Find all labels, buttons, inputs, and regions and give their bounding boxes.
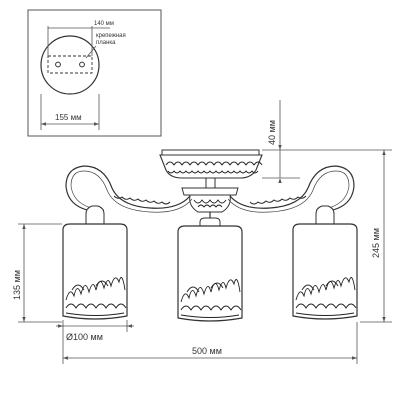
shade-left (62, 223, 128, 320)
mounting-plate (47, 55, 93, 74)
socket-caps (85, 205, 335, 229)
mounting-hole-right (79, 61, 85, 68)
shade-center (177, 225, 243, 322)
dimension-canopy-height: 40 мм (262, 100, 300, 183)
dimension-total-height: 245 мм (300, 149, 392, 323)
canopy-height-label: 40 мм (267, 120, 277, 145)
plate-note-line2: планка (96, 40, 116, 46)
plate-note-line1: крепежная (96, 33, 126, 39)
mounting-base-circle (40, 35, 100, 95)
dimension-shade-height: 135 мм (12, 223, 62, 323)
dimension-total-width: 500 мм (62, 322, 358, 364)
central-hub (181, 187, 239, 213)
lamp-arms (65, 165, 355, 222)
shade-diameter-label: Ø100 мм (66, 332, 103, 342)
total-width-label: 500 мм (192, 346, 222, 356)
dimension-shade-diameter: Ø100 мм (56, 320, 134, 342)
shade-right (292, 223, 358, 320)
ceiling-canopy (159, 149, 263, 189)
shade-height-label: 135 мм (12, 270, 22, 300)
base-diameter-label: 155 мм (55, 113, 82, 122)
total-height-label: 245 мм (371, 228, 381, 258)
plate-width-label: 140 мм (94, 21, 114, 27)
mounting-hole-left (55, 61, 61, 68)
inset-panel: 140 мм крепежная планка 155 мм (27, 9, 162, 137)
